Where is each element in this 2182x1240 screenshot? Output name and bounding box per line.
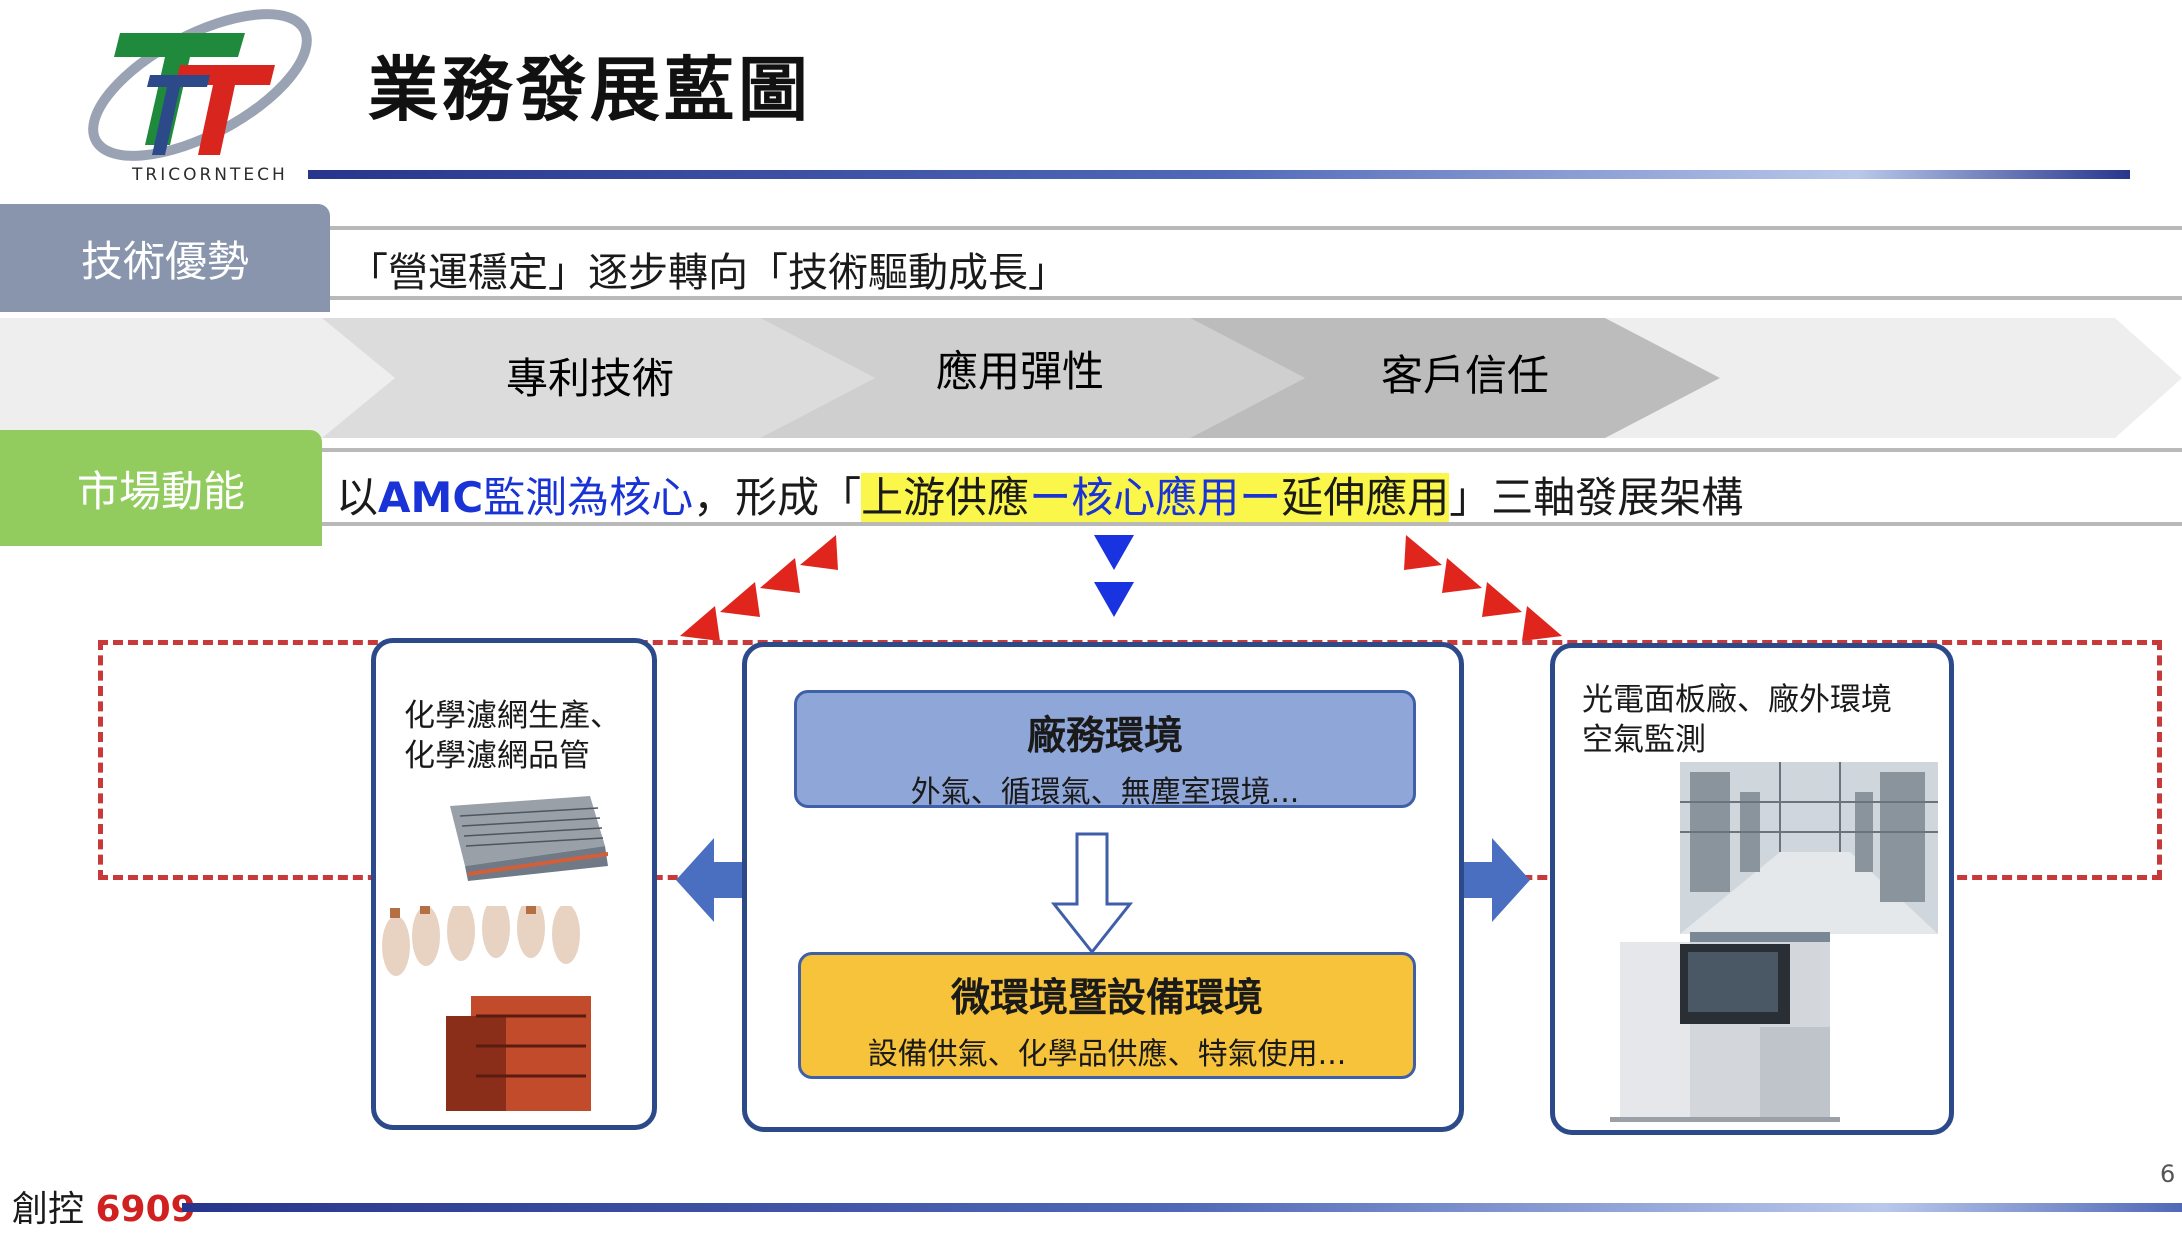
tech-advantage-tag: 技術優勢 <box>0 204 330 312</box>
chevron-label-patent: 專利技術 <box>506 354 674 403</box>
micro-environment-title: 微環境暨設備環境 <box>950 976 1263 1021</box>
page-number: 6 <box>2160 1160 2176 1188</box>
down-blue-arrow-triangles <box>1094 535 1134 617</box>
footer-brand: 創控 6909 <box>12 1180 196 1232</box>
market-momentum-statement: 以AMC監測為核心，形成「上游供應ー核心應用ー延伸應用」三軸發展架構 <box>336 464 1743 525</box>
tricorntech-logo: TRICORNTECH <box>88 9 312 185</box>
statement-mid: ，形成「 <box>693 473 862 522</box>
connector-arrows <box>680 535 1562 641</box>
upstream-line-1: 化學濾網生產、 <box>404 698 621 734</box>
chevron-1 <box>322 318 875 438</box>
facility-environment-title: 廠務環境 <box>1026 714 1183 759</box>
chemical-containers-image <box>382 906 591 1111</box>
title-rule <box>308 170 2130 179</box>
upstream-supply-text: 化學濾網生產、 化學濾網品管 <box>404 696 621 776</box>
statement-core: 監測為核心 <box>483 473 694 522</box>
chevron-strip: 專利技術 應用彈性 客戶信任 <box>0 318 2182 438</box>
statement-suffix: 」三軸發展架構 <box>1449 473 1744 522</box>
facility-environment-box: 廠務環境 外氣、循環氣、無塵室環境... <box>794 690 1416 810</box>
chevron-label-flexibility: 應用彈性 <box>936 347 1104 396</box>
market-momentum-tag: 市場動能 <box>0 430 322 546</box>
chemical-filter-image <box>450 796 608 881</box>
footer-stock-code: 6909 <box>95 1189 196 1230</box>
facility-environment-subtitle: 外氣、循環氣、無塵室環境... <box>910 775 1300 810</box>
monitoring-equipment-image <box>1610 932 1840 1122</box>
chevron-2 <box>760 318 1305 438</box>
footer-company: 創控 <box>12 1189 85 1230</box>
left-red-arrow-triangles <box>680 535 838 641</box>
highlight-core-app: 核心應用 <box>1071 473 1240 522</box>
chevron-label-trust: 客戶信任 <box>1381 351 1549 400</box>
tech-advantage-band <box>328 226 2182 300</box>
chevron-3 <box>1190 318 1720 438</box>
highlight-dash-1: ー <box>1029 473 1072 522</box>
extended-line-2: 空氣監測 <box>1582 722 1706 758</box>
micro-environment-box: 微環境暨設備環境 設備供氣、化學品供應、特氣使用... <box>798 952 1416 1079</box>
statement-prefix: 以 <box>336 473 379 522</box>
right-red-arrow-triangles <box>1404 535 1562 641</box>
upstream-line-2: 化學濾網品管 <box>404 738 590 774</box>
cleanroom-facility-image <box>1680 762 1938 934</box>
highlight-upstream: 上游供應 <box>861 473 1030 522</box>
tech-advantage-statement: 「營運穩定」逐步轉向「技術驅動成長」 <box>348 250 1068 296</box>
extended-application-text: 光電面板廠、廠外環境 空氣監測 <box>1582 680 1892 760</box>
highlight-extended-app: 延伸應用 <box>1281 473 1450 522</box>
logo-wordmark: TRICORNTECH <box>131 165 288 185</box>
highlight-dash-2: ー <box>1239 473 1282 522</box>
footer-rule <box>182 1203 2182 1212</box>
page-title: 業務發展藍圖 <box>368 49 812 131</box>
micro-environment-subtitle: 設備供氣、化學品供應、特氣使用... <box>867 1037 1347 1072</box>
extended-line-1: 光電面板廠、廠外環境 <box>1582 682 1892 718</box>
statement-amc: AMC <box>378 473 484 522</box>
